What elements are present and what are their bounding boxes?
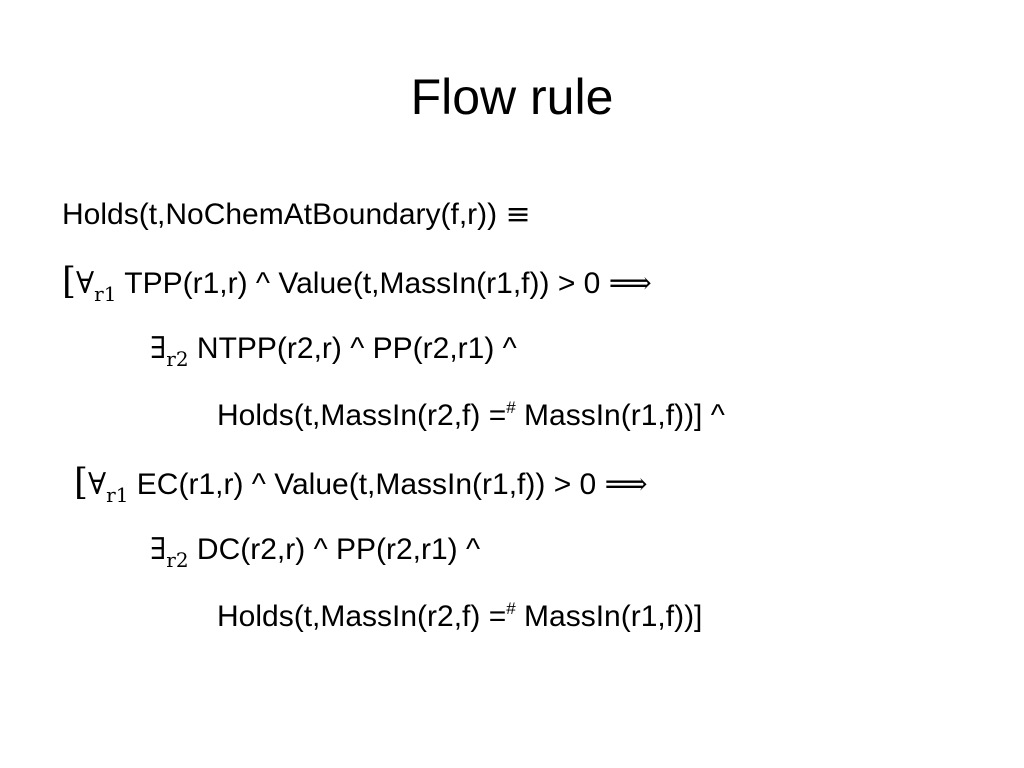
formula-line-6: ∃r2 DC(r2,r) ^ PP(r2,r1) ^ bbox=[150, 530, 480, 572]
open-bracket: [ bbox=[74, 462, 89, 503]
formula-line-2: [∀r1 TPP(r1,r) ^ Value(t,MassIn(r1,f)) >… bbox=[62, 261, 652, 307]
formula-text: MassIn(r1,f))] bbox=[524, 600, 703, 633]
exists-symbol: ∃ bbox=[150, 532, 167, 567]
forall-symbol: ∀ bbox=[88, 467, 107, 502]
hash-superscript: # bbox=[506, 599, 516, 618]
formula-line-3: ∃r2 NTPP(r2,r) ^ PP(r2,r1) ^ bbox=[150, 329, 517, 371]
quantifier-subscript: r2 bbox=[166, 548, 189, 572]
formula-text: NTPP(r2,r) ^ PP(r2,r1) ^ bbox=[196, 332, 517, 365]
formula-line-5: [∀r1 EC(r1,r) ^ Value(t,MassIn(r1,f)) > … bbox=[74, 462, 648, 508]
open-bracket: [ bbox=[62, 261, 77, 302]
formula-line-7: Holds(t,MassIn(r2,f) =# MassIn(r1,f))] bbox=[217, 597, 702, 641]
slide-title: Flow rule bbox=[410, 69, 614, 125]
exists-symbol: ∃ bbox=[150, 331, 167, 366]
formula-text: Holds(t,MassIn(r2,f) = bbox=[217, 600, 507, 633]
formula-text: EC(r1,r) ^ Value(t,MassIn(r1,f)) > 0 bbox=[136, 468, 597, 501]
formula-text: Holds(t,MassIn(r2,f) = bbox=[217, 399, 507, 432]
formula-text: MassIn(r1,f))] ^ bbox=[524, 399, 725, 432]
quantifier-subscript: r2 bbox=[166, 347, 189, 371]
forall-symbol: ∀ bbox=[76, 266, 95, 301]
formula-text: DC(r2,r) ^ PP(r2,r1) ^ bbox=[196, 533, 481, 566]
quantifier-subscript: r1 bbox=[94, 282, 117, 306]
implies-symbol: ⟹ bbox=[604, 467, 648, 502]
quantifier-subscript: r1 bbox=[106, 483, 129, 507]
equivalence-symbol: ≡ bbox=[505, 197, 531, 232]
formula-line-4: Holds(t,MassIn(r2,f) =# MassIn(r1,f))] ^ bbox=[217, 396, 725, 440]
hash-superscript: # bbox=[506, 398, 516, 417]
formula-line-1: Holds(t,NoChemAtBoundary(f,r)) ≡ bbox=[62, 195, 531, 235]
formula-text: TPP(r1,r) ^ Value(t,MassIn(r1,f)) > 0 bbox=[124, 267, 601, 300]
formula-text: Holds(t,NoChemAtBoundary(f,r)) bbox=[62, 198, 498, 231]
implies-symbol: ⟹ bbox=[608, 266, 652, 301]
